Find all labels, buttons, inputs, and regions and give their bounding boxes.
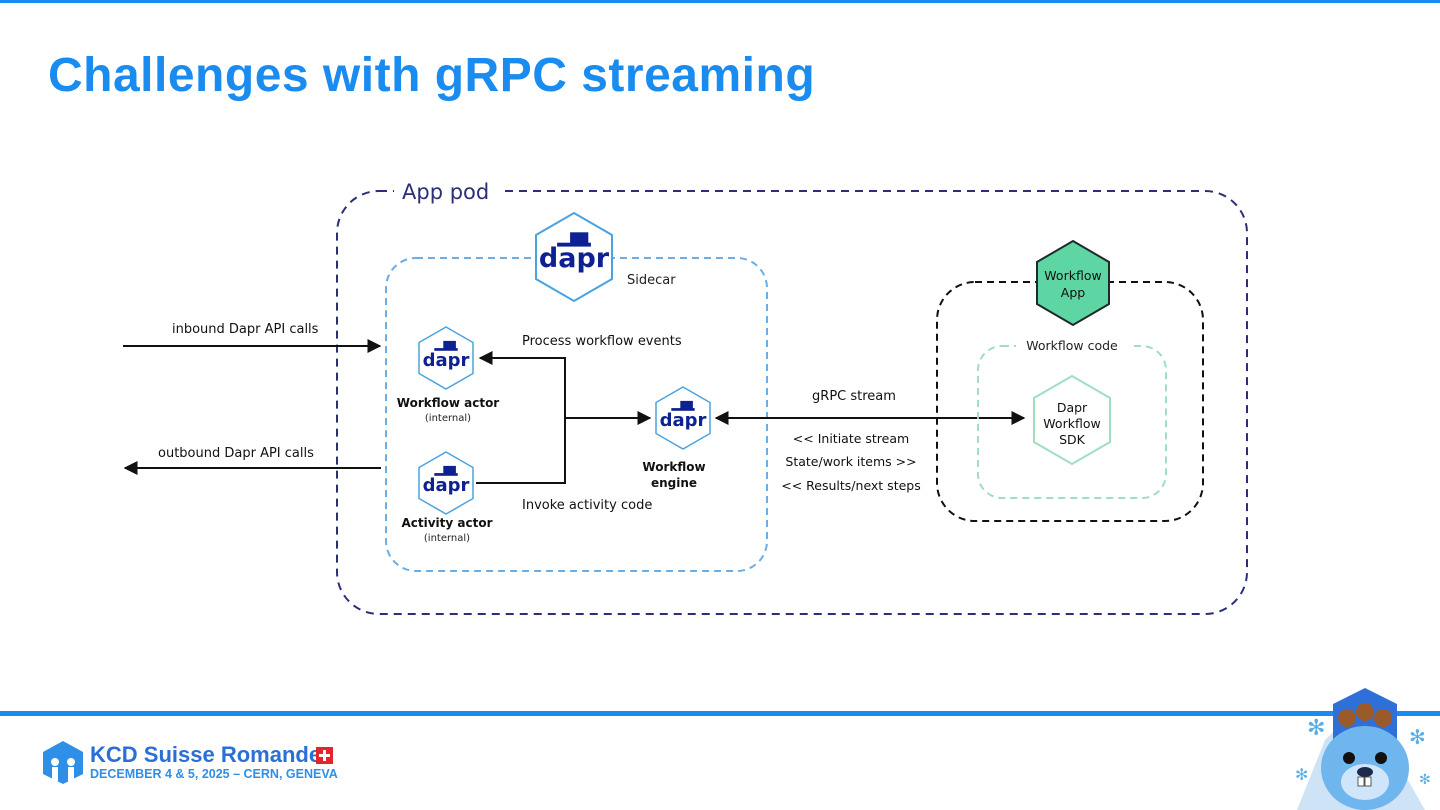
svg-text:✻: ✻: [1295, 765, 1308, 784]
stream-message-work-items: State/work items >>: [785, 454, 916, 469]
sidecar-label: Sidecar: [627, 273, 676, 288]
workflow-actor-title: Workflow actor: [397, 396, 500, 410]
svg-text:✻: ✻: [1307, 716, 1325, 741]
footer-accent-rule: [0, 711, 1440, 716]
svg-text:✻: ✻: [1409, 725, 1426, 749]
inbound-label: inbound Dapr API calls: [172, 322, 319, 337]
beaver-mascot-icon: ✻ ✻ ✻ ✻: [1295, 688, 1431, 810]
process-events-connector: [478, 351, 566, 418]
workflow-engine-label-line2: engine: [651, 476, 697, 490]
svg-text:dapr: dapr: [423, 350, 470, 371]
event-date: DECEMBER 4 & 5, 2025 – CERN, GENEVA: [90, 767, 338, 781]
process-events-label: Process workflow events: [522, 334, 682, 349]
activity-actor-dapr-icon: dapr: [418, 451, 474, 515]
swiss-flag-icon: [316, 747, 333, 764]
workflow-app-hexagon: [1036, 239, 1110, 327]
workflow-engine-dapr-icon: dapr: [655, 386, 711, 450]
sdk-label-line2: Workflow: [1043, 416, 1100, 431]
sdk-label-line1: Dapr: [1057, 400, 1088, 415]
svg-text:dapr: dapr: [660, 410, 707, 431]
activity-actor-title: Activity actor: [401, 516, 492, 530]
top-accent-rule: [0, 0, 1440, 3]
workflow-app-label-line2: App: [1061, 285, 1085, 300]
sdk-label-line3: SDK: [1059, 432, 1086, 447]
svg-text:dapr: dapr: [423, 475, 470, 496]
outbound-label: outbound Dapr API calls: [158, 446, 314, 461]
svg-text:✻: ✻: [1419, 772, 1431, 788]
workflow-engine-label-line1: Workflow: [642, 460, 705, 474]
grpc-stream-label: gRPC stream: [812, 389, 896, 404]
event-name: KCD Suisse Romande: [90, 742, 322, 767]
kcd-logo-icon: [43, 741, 83, 784]
architecture-diagram: App pod dapr Sidecar dapr Workflow actor…: [123, 180, 1248, 615]
app-pod-label: App pod: [402, 180, 489, 204]
workflow-actor-subtitle: (internal): [425, 413, 471, 424]
app-pod-boundary: [336, 190, 1248, 615]
workflow-code-label: Workflow code: [1026, 338, 1118, 353]
workflow-code-boundary: [977, 345, 1167, 499]
sidecar-dapr-logo: dapr: [535, 211, 613, 303]
invoke-activity-connector: [476, 418, 566, 484]
sdk-hexagon: [1033, 374, 1111, 466]
workflow-app-boundary: [936, 281, 1204, 522]
workflow-actor-dapr-icon: dapr: [418, 326, 474, 390]
svg-text:dapr: dapr: [539, 243, 610, 274]
workflow-app-label-line1: Workflow: [1044, 268, 1101, 283]
activity-actor-subtitle: (internal): [424, 533, 470, 544]
slide-title: Challenges with gRPC streaming: [48, 49, 816, 102]
stream-message-initiate: << Initiate stream: [793, 431, 909, 446]
stream-message-results: << Results/next steps: [781, 478, 920, 493]
invoke-activity-label: Invoke activity code: [522, 498, 652, 513]
